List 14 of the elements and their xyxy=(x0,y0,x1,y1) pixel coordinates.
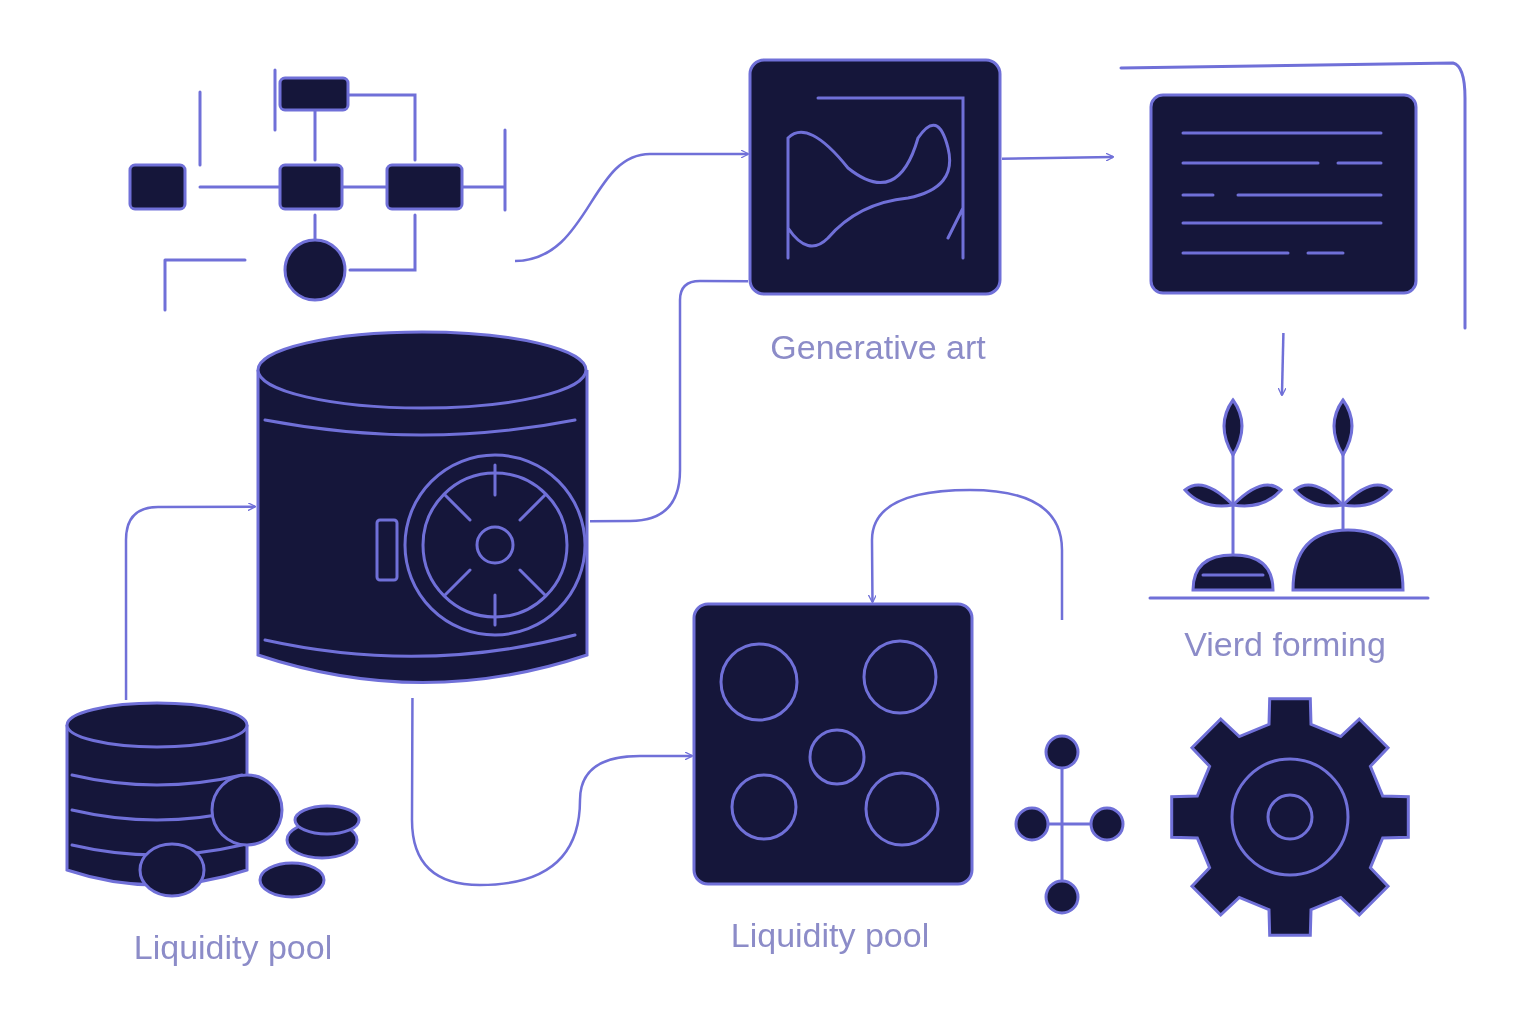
arrow xyxy=(1001,152,1115,162)
arrow xyxy=(410,698,694,887)
arrow xyxy=(1277,332,1287,397)
artwork-panel-drawing xyxy=(748,58,1002,298)
arrow xyxy=(124,502,257,700)
caption-text: Liquidity pool xyxy=(133,930,333,964)
connector-line xyxy=(590,279,748,523)
gear-icon xyxy=(1168,695,1413,940)
caption-text: Generative art xyxy=(770,330,986,364)
arrow xyxy=(867,488,1064,620)
arrow xyxy=(514,149,750,263)
caption-text: Liquidity pool xyxy=(730,918,930,952)
caption-text: Vierd forming xyxy=(1184,627,1386,661)
coin-panel-drawing xyxy=(692,602,974,887)
